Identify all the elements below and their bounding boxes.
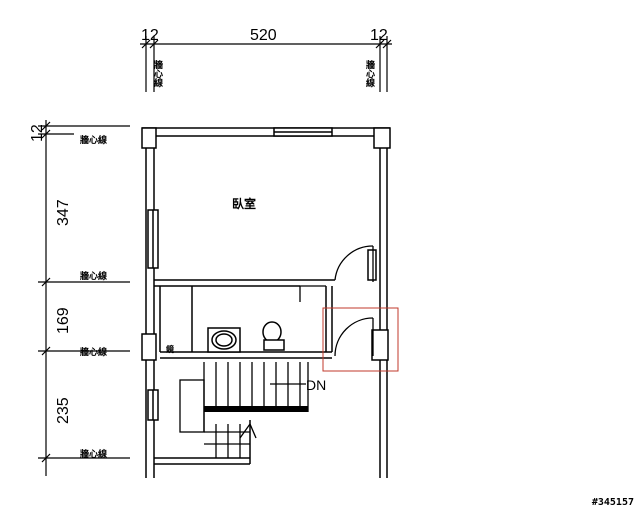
top-dimension — [140, 36, 392, 92]
axis-label-left-1: 牆心線 — [80, 134, 107, 146]
left-windows — [147, 209, 159, 421]
axis-label-top-right: 牆心線 — [364, 59, 375, 88]
axis-label-left-2: 牆心線 — [80, 270, 107, 282]
top-offset-left: 12 — [141, 27, 159, 44]
highlight-box — [322, 307, 399, 372]
axis-label-left-3: 牆心線 — [80, 346, 107, 358]
left-dimension — [38, 120, 130, 476]
listing-id: #345157 — [591, 497, 634, 508]
left-dimension-347: 347 — [55, 199, 72, 226]
left-dimension-235: 235 — [55, 397, 72, 424]
axis-label-left-4: 牆心線 — [80, 448, 107, 460]
interior-walls — [154, 279, 335, 465]
door-swings — [299, 245, 374, 357]
left-dimension-169: 169 — [55, 307, 72, 334]
columns — [141, 127, 391, 361]
room-label-bedroom: 臥室 — [232, 196, 256, 211]
exterior-walls — [142, 127, 390, 478]
toilet-icon — [262, 321, 285, 351]
stairs-landing-bar — [204, 406, 308, 412]
axis-label-top-left: 牆心線 — [152, 59, 163, 88]
right-window — [367, 249, 377, 281]
left-offset: 12 — [29, 124, 46, 142]
top-offset-right: 12 — [370, 27, 388, 44]
top-window — [273, 127, 333, 137]
bathroom-label: 鏡 — [165, 344, 174, 354]
sink-icon — [207, 327, 241, 353]
top-total-dimension: 520 — [250, 27, 277, 44]
stairs-direction-label: DN — [306, 377, 326, 393]
